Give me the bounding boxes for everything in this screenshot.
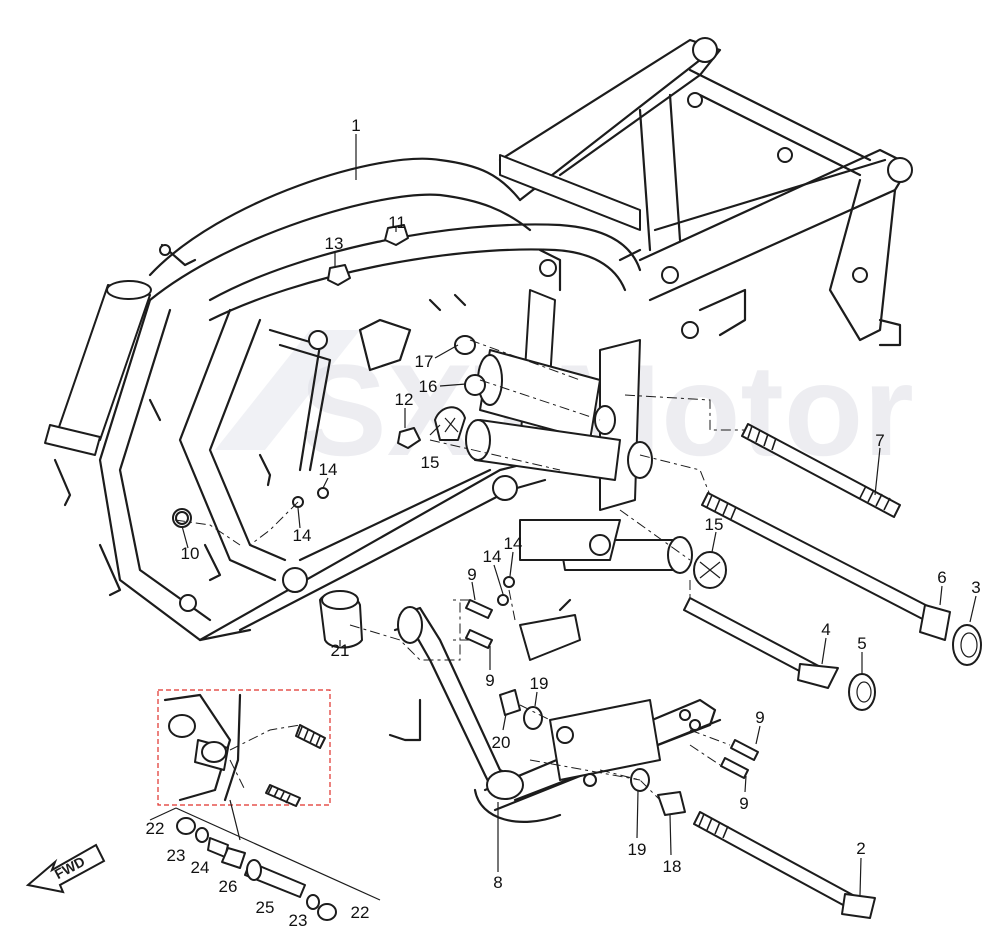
callout-11: 11 — [388, 213, 406, 232]
callout-labels: 1 13 11 17 16 12 15 14 14 10 7 15 6 3 14… — [146, 116, 981, 930]
bushing-16 — [464, 374, 486, 396]
detail-inset — [157, 689, 331, 807]
callout-15a: 15 — [421, 453, 440, 472]
nut-14d — [497, 594, 509, 606]
frame-hardware — [175, 224, 486, 525]
callout-9d: 9 — [739, 794, 748, 813]
callout-23b: 23 — [289, 911, 308, 930]
washer-23a — [195, 827, 209, 843]
callout-1: 1 — [351, 116, 360, 135]
nut-10 — [175, 511, 189, 525]
callout-9c: 9 — [755, 708, 764, 727]
callout-14a: 14 — [319, 460, 338, 479]
nut-13 — [327, 264, 351, 286]
washer-19a — [523, 706, 543, 730]
bolt-9b — [465, 629, 493, 649]
detail-parts — [149, 799, 381, 921]
bushing-20 — [499, 689, 521, 716]
callout-12: 12 — [395, 390, 414, 409]
cap-15-right — [693, 551, 727, 589]
rubber-26 — [221, 847, 246, 869]
callout-22a: 22 — [146, 819, 165, 838]
bolt-2 — [693, 811, 863, 913]
callout-13: 13 — [325, 234, 344, 253]
fwd-arrow: FWD — [25, 843, 106, 894]
callout-24: 24 — [191, 858, 210, 877]
nut-14b — [317, 487, 329, 499]
callout-8: 8 — [493, 873, 502, 892]
washer-23b — [306, 894, 320, 910]
callout-17: 17 — [415, 352, 434, 371]
bolt-6 — [701, 492, 946, 628]
nut-12 — [397, 427, 421, 449]
washer-22b — [317, 903, 337, 921]
callout-19b: 19 — [628, 840, 647, 859]
callout-14b: 14 — [293, 526, 312, 545]
nut-14c — [503, 576, 515, 588]
nut-5 — [848, 673, 876, 711]
callout-19a: 19 — [530, 674, 549, 693]
callout-4: 4 — [821, 620, 830, 639]
main-frame — [44, 37, 913, 661]
callout-2: 2 — [856, 839, 865, 858]
callout-14d: 14 — [504, 534, 523, 553]
bolt-9a — [465, 599, 493, 619]
nut-3 — [952, 624, 982, 666]
callout-26: 26 — [219, 877, 238, 896]
callout-3: 3 — [971, 578, 980, 597]
callout-20: 20 — [492, 733, 511, 752]
callout-9a: 9 — [467, 565, 476, 584]
bolt-9c — [730, 739, 759, 761]
callout-18: 18 — [663, 857, 682, 876]
long-bolts — [683, 423, 982, 919]
callout-5: 5 — [857, 634, 866, 653]
callout-leaders — [181, 134, 977, 896]
bolt-9d — [720, 757, 749, 779]
callout-21: 21 — [331, 641, 350, 660]
nut-11 — [384, 224, 409, 246]
callout-10: 10 — [181, 544, 200, 563]
washer-22a — [176, 817, 196, 835]
callout-22b: 22 — [351, 903, 370, 922]
callout-6: 6 — [937, 568, 946, 587]
bushing-18 — [657, 791, 686, 816]
callout-23a: 23 — [167, 846, 186, 865]
callout-25: 25 — [256, 898, 275, 917]
callout-14c: 14 — [483, 547, 502, 566]
callout-9b: 9 — [485, 671, 494, 690]
callout-15b: 15 — [705, 515, 724, 534]
callout-16: 16 — [419, 377, 438, 396]
callout-7: 7 — [875, 431, 884, 450]
assembly-lines — [174, 339, 745, 801]
bolt-7 — [741, 423, 901, 518]
